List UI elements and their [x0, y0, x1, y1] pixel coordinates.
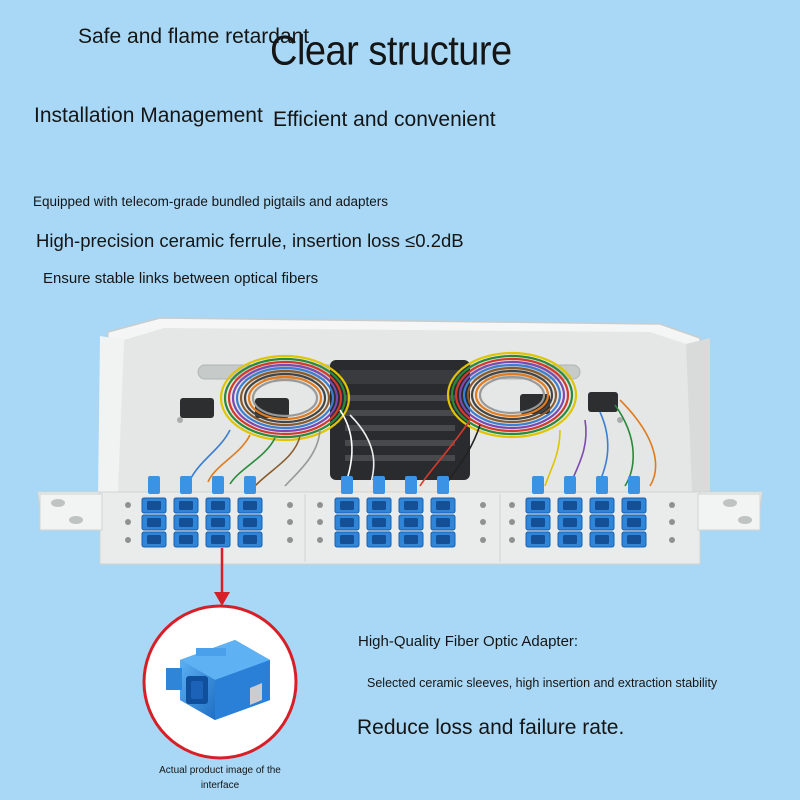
- sc-adapter-port-opening: [179, 518, 193, 527]
- sc-adapter-port-opening: [179, 535, 193, 544]
- sc-connector-boot: [596, 476, 608, 494]
- adapter-detail: Selected ceramic sleeves, high insertion…: [367, 676, 718, 690]
- sc-adapter-port-opening: [531, 501, 545, 510]
- sc-connector-boot: [405, 476, 417, 494]
- adapter-benefit: Reduce loss and failure rate.: [357, 716, 625, 739]
- sc-adapter-port-opening: [147, 501, 161, 510]
- sc-adapter-port-opening: [243, 518, 257, 527]
- feature-clear-structure: Clear structure: [270, 28, 512, 75]
- sc-adapter-port-opening: [627, 518, 641, 527]
- sc-adapter-port-opening: [531, 518, 545, 527]
- sc-connector-boot: [212, 476, 224, 494]
- sc-connector-boot: [628, 476, 640, 494]
- sc-adapter-port-opening: [179, 501, 193, 510]
- description-ferrule: High-precision ceramic ferrule, insertio…: [36, 230, 464, 251]
- sc-adapter-port-opening: [340, 501, 354, 510]
- sc-adapter-port-opening: [147, 518, 161, 527]
- sc-adapter-port-opening: [372, 518, 386, 527]
- sc-adapter-port-opening: [595, 518, 609, 527]
- sc-adapter-port-opening: [595, 535, 609, 544]
- sc-adapter-icon: [166, 640, 270, 720]
- sc-adapter-port-opening: [340, 518, 354, 527]
- fiber-coil-left: [219, 354, 351, 442]
- description-stable-links: Ensure stable links between optical fibe…: [43, 270, 319, 287]
- sc-adapter-port-opening: [436, 518, 450, 527]
- sc-adapter-port-opening: [243, 535, 257, 544]
- sc-adapter-port-opening: [211, 501, 225, 510]
- sc-adapter-port-opening: [404, 501, 418, 510]
- sc-adapter-port-opening: [340, 535, 354, 544]
- callout-arrow: [214, 548, 230, 606]
- sc-connector-boot: [373, 476, 385, 494]
- sc-adapter-port-opening: [563, 501, 577, 510]
- sc-connector-boot: [532, 476, 544, 494]
- splice-tray: [330, 360, 470, 480]
- sc-connector-boot: [437, 476, 449, 494]
- feature-efficient-convenient: Efficient and convenient: [273, 108, 496, 131]
- sc-connector-boot: [564, 476, 576, 494]
- sc-adapter-port-opening: [243, 501, 257, 510]
- sc-adapter-port-opening: [436, 535, 450, 544]
- sc-connector-boot: [244, 476, 256, 494]
- sc-adapter-port-opening: [147, 535, 161, 544]
- sc-adapter-port-opening: [211, 518, 225, 527]
- sc-adapter-port-opening: [372, 501, 386, 510]
- sc-adapter-port-opening: [627, 501, 641, 510]
- sc-adapter-port-opening: [531, 535, 545, 544]
- adapter-heading: High-Quality Fiber Optic Adapter:: [358, 633, 579, 650]
- sc-adapter-port-opening: [404, 535, 418, 544]
- sc-adapter-port-opening: [372, 535, 386, 544]
- sc-connector-boot: [341, 476, 353, 494]
- description-pigtails: Equipped with telecom-grade bundled pigt…: [33, 194, 388, 209]
- sc-adapter-port-opening: [595, 501, 609, 510]
- adapter-grid: [141, 476, 647, 548]
- sc-adapter-port-opening: [404, 518, 418, 527]
- closeup-caption: Actual product image of the interface: [159, 765, 281, 791]
- sc-adapter-port-opening: [627, 535, 641, 544]
- sc-adapter-port-opening: [436, 501, 450, 510]
- feature-installation-management: Installation Management: [34, 104, 263, 127]
- sc-adapter-port-opening: [211, 535, 225, 544]
- fiber-coil-right: [446, 351, 578, 439]
- adapter-closeup-callout: [142, 604, 298, 760]
- sc-adapter-port-opening: [563, 535, 577, 544]
- sc-connector-boot: [180, 476, 192, 494]
- sc-connector-boot: [148, 476, 160, 494]
- sc-adapter-port-opening: [563, 518, 577, 527]
